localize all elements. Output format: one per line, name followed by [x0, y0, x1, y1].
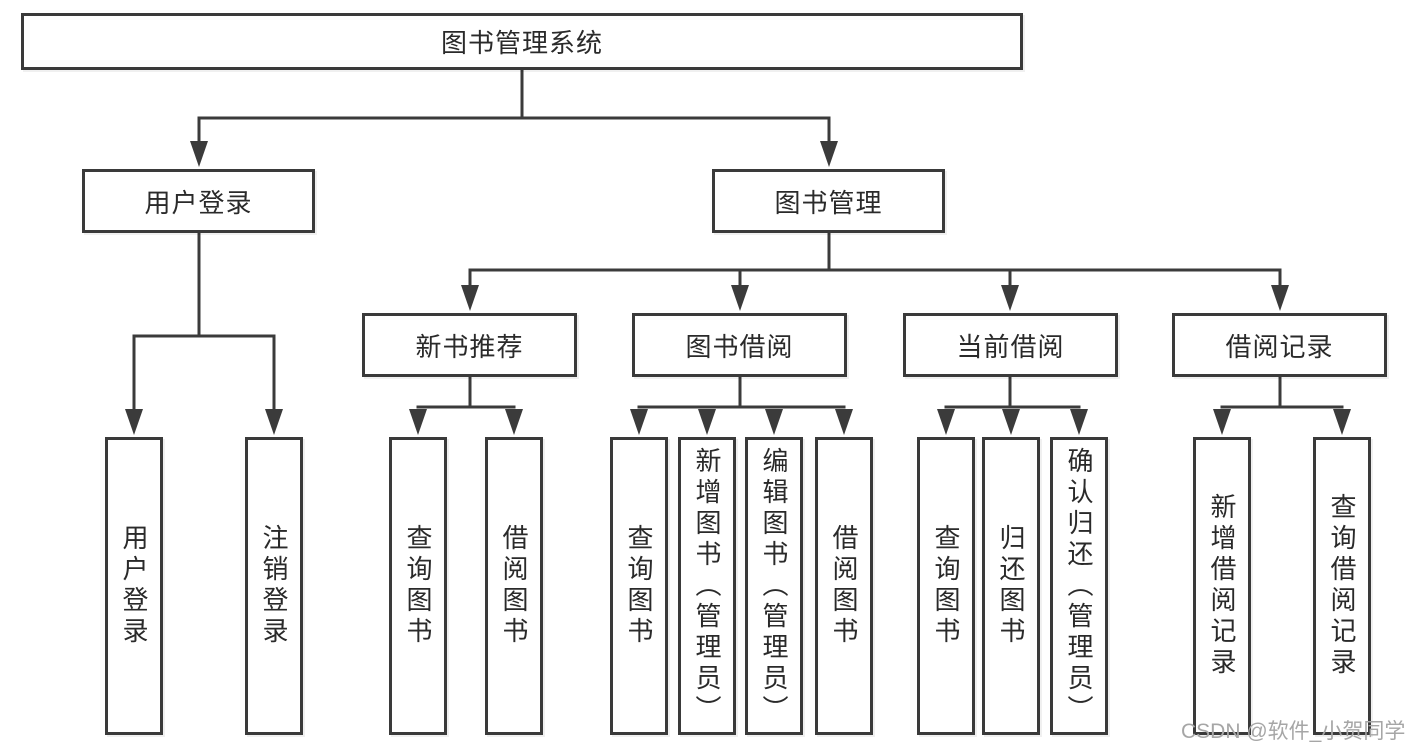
leaf-label: 编辑图书（管理员） [759, 446, 789, 726]
node-user-login: 用户登录 [82, 169, 315, 233]
node-borrowing-records: 借阅记录 [1172, 313, 1387, 377]
node-label: 当前借阅 [956, 331, 1065, 362]
leaf-label: 确认归还（管理员） [1064, 446, 1094, 726]
node-label: 图书借阅 [685, 331, 794, 362]
leaf-label: 查询借阅记录 [1327, 493, 1357, 679]
leaf-label: 借阅图书 [829, 524, 859, 648]
leaf-label: 用户登录 [119, 524, 149, 648]
leaf-label: 查询图书 [931, 524, 961, 648]
leaf-label: 查询图书 [624, 524, 654, 648]
node-book-management: 图书管理 [712, 169, 945, 233]
leaf-user-login: 用户登录 [105, 437, 163, 735]
node-label: 图书管理系统 [440, 28, 603, 58]
arrowhead-icons [125, 141, 1351, 435]
leaf-label: 新增借阅记录 [1207, 493, 1237, 679]
leaf-query-books-current: 查询图书 [917, 437, 975, 735]
node-label: 图书管理 [774, 187, 883, 218]
node-new-book-recommendation: 新书推荐 [362, 313, 577, 377]
leaf-confirm-return-admin: 确认归还（管理员） [1050, 437, 1108, 735]
leaf-add-borrow-record: 新增借阅记录 [1193, 437, 1251, 735]
leaf-add-book-admin: 新增图书（管理员） [678, 437, 736, 735]
connector-lines [132, 68, 1344, 412]
leaf-label: 查询图书 [403, 524, 433, 648]
leaf-label: 借阅图书 [499, 524, 529, 648]
leaf-borrow-books-recommendation: 借阅图书 [485, 437, 543, 735]
node-book-borrowing: 图书借阅 [632, 313, 847, 377]
leaf-edit-book-admin: 编辑图书（管理员） [745, 437, 803, 735]
leaf-query-borrow-record: 查询借阅记录 [1313, 437, 1371, 735]
node-label: 新书推荐 [415, 331, 524, 362]
node-label: 用户登录 [144, 187, 253, 218]
node-label: 借阅记录 [1225, 331, 1334, 362]
leaf-label: 新增图书（管理员） [692, 446, 722, 726]
leaf-query-books-borrowing: 查询图书 [610, 437, 668, 735]
csdn-watermark: CSDN @软件_小贺同学 [1181, 720, 1405, 743]
leaf-borrow-books: 借阅图书 [815, 437, 873, 735]
leaf-label: 注销登录 [259, 524, 289, 648]
leaf-query-books-recommendation: 查询图书 [389, 437, 447, 735]
node-library-management-system: 图书管理系统 [21, 13, 1023, 70]
node-current-borrowing: 当前借阅 [903, 313, 1118, 377]
leaf-return-book: 归还图书 [982, 437, 1040, 735]
leaf-label: 归还图书 [996, 524, 1026, 648]
leaf-logout: 注销登录 [245, 437, 303, 735]
